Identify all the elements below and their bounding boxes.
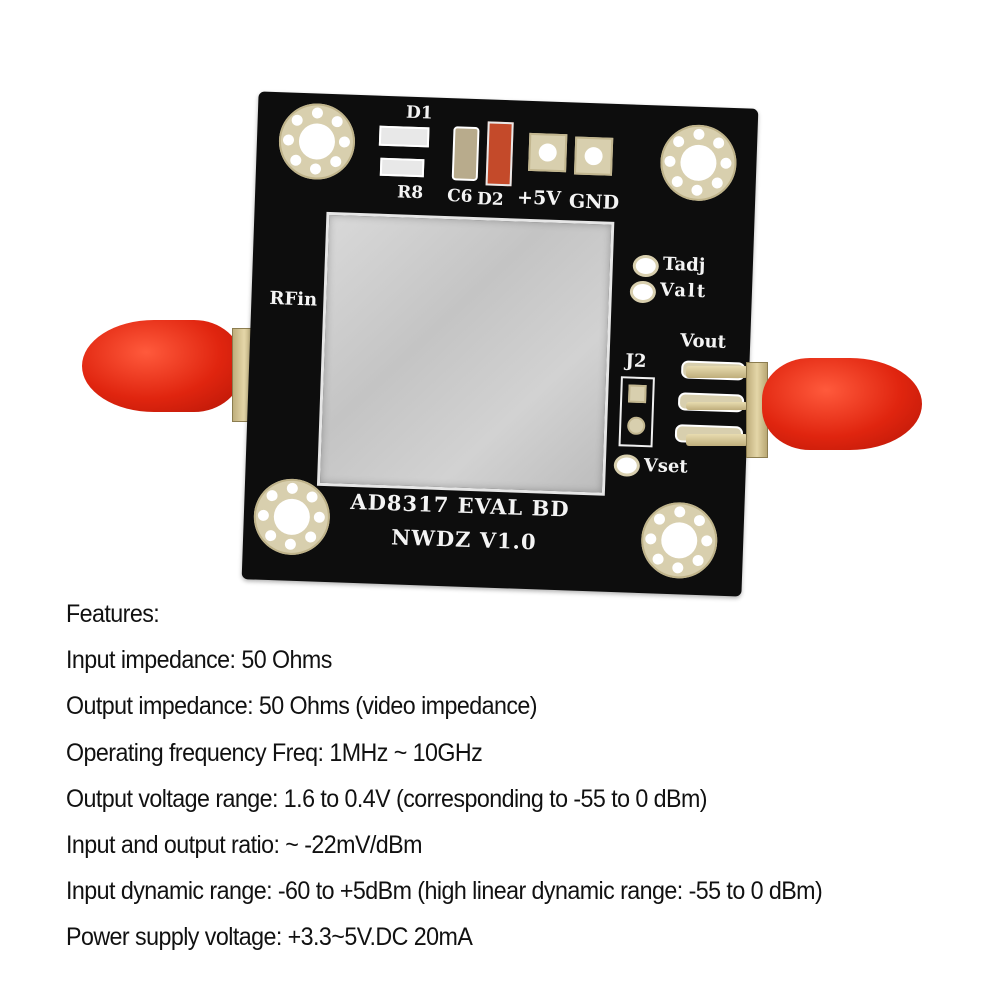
feature-line: Input dynamic range: -60 to +5dBm (high … (66, 877, 823, 906)
silk-vout: Vout (679, 330, 727, 353)
capacitor-c6 (451, 126, 480, 182)
silk-board-version: NWDZ V1.0 (390, 524, 538, 555)
silk-d2: D2 (476, 189, 504, 211)
connector-pin (686, 402, 748, 410)
mounting-hole (639, 501, 719, 580)
product-photo: D1 R8 C6 D2 +5V GND Tadj Valt Vout J2 Vs… (82, 91, 930, 597)
features-list: Features: Input impedance: 50 Ohms Outpu… (66, 595, 996, 965)
feature-line: Input and output ratio: ~ -22mV/dBm (66, 830, 422, 859)
feature-line: Operating frequency Freq: 1MHz ~ 10GHz (66, 738, 483, 767)
silk-valt: Valt (659, 279, 708, 303)
mounting-hole (277, 102, 357, 181)
test-point-valt (629, 280, 657, 304)
feature-line: Input impedance: 50 Ohms (66, 646, 332, 675)
features-heading: Features: (66, 600, 160, 628)
silk-c6: C6 (446, 186, 473, 207)
power-pad-gnd (573, 136, 614, 176)
diode-d2 (485, 121, 514, 187)
connector-pin (686, 366, 748, 378)
red-dust-cap (82, 320, 242, 412)
test-point-vset (613, 454, 641, 477)
red-dust-cap (762, 358, 922, 450)
power-pad-5v (528, 132, 568, 173)
jumper-j2 (618, 376, 655, 448)
silk-r8: R8 (396, 182, 424, 204)
feature-line: Output voltage range: 1.6 to 0.4V (corre… (66, 784, 708, 813)
silk-gnd: GND (568, 190, 620, 215)
silk-rfin: RFin (269, 287, 318, 311)
test-point-tadj (632, 254, 660, 278)
feature-line: Output impedance: 50 Ohms (video impedan… (66, 692, 538, 721)
connector-pin (686, 434, 748, 446)
pcb-board: D1 R8 C6 D2 +5V GND Tadj Valt Vout J2 Vs… (241, 91, 759, 597)
resistor-r8 (379, 157, 425, 178)
silk-tadj: Tadj (662, 253, 706, 277)
mounting-hole (252, 477, 332, 557)
rf-shield-can (316, 211, 615, 496)
mounting-hole (659, 123, 738, 203)
silk-board-title: AD8317 EVAL BD (349, 488, 570, 522)
rf-output-sma-connector (680, 352, 930, 462)
feature-line: Power supply voltage: +3.3~5V.DC 20mA (66, 923, 473, 952)
silk-d1: D1 (405, 102, 433, 124)
silk-j2: J2 (625, 350, 647, 373)
diode-d1 (378, 125, 430, 148)
silk-plus5v: +5V (516, 186, 562, 211)
